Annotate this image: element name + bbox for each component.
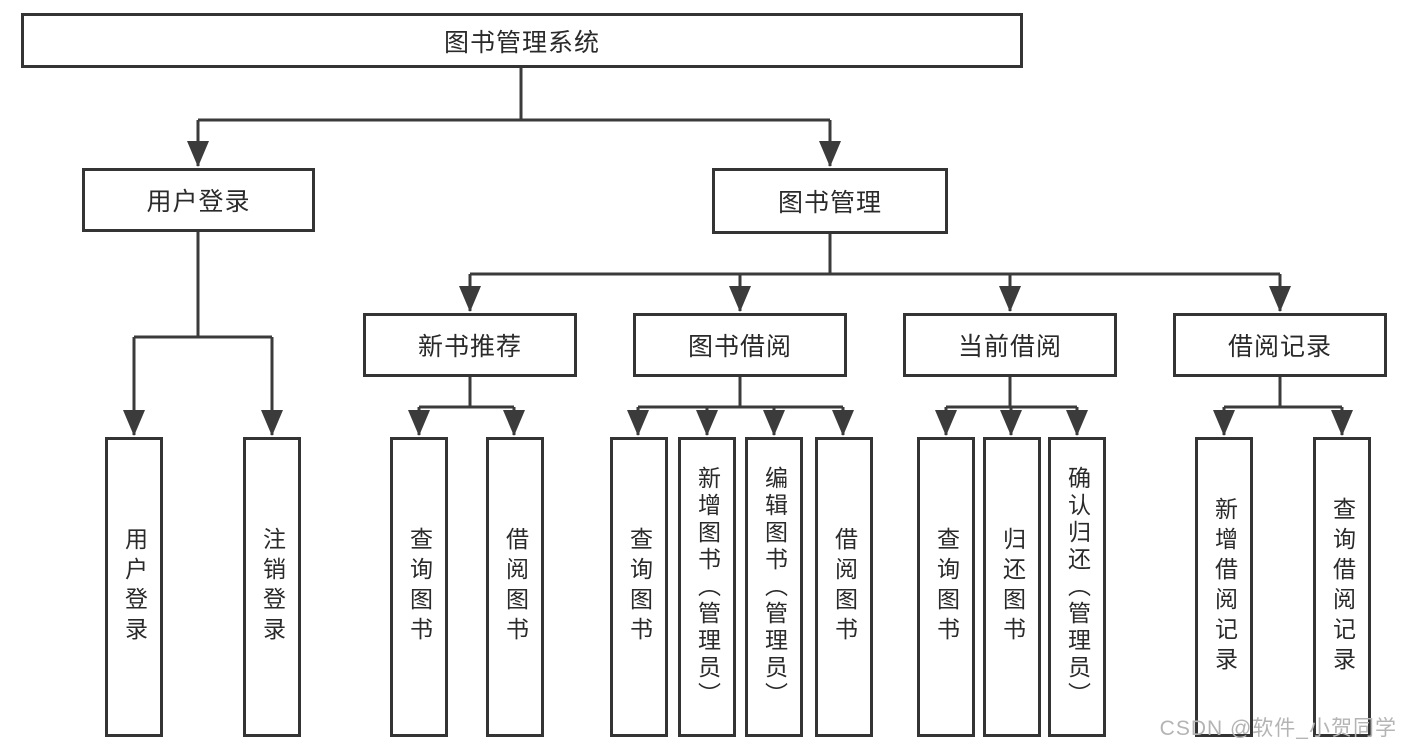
- node-label: 图书借阅: [687, 333, 792, 361]
- leaf-query-books-borrowing: 查询图书: [610, 437, 668, 737]
- node-label: 当前借阅: [957, 333, 1062, 361]
- leaf-label: 借阅图书: [502, 527, 529, 647]
- node-book-management: 图书管理: [712, 168, 948, 234]
- leaf-label: 查询图书: [933, 527, 960, 647]
- leaf-user-login: 用户登录: [105, 437, 163, 737]
- leaf-add-books-admin: 新增图书（管理员）: [678, 437, 736, 737]
- node-borrowing-records: 借阅记录: [1173, 313, 1387, 377]
- leaf-label: 注销登录: [259, 527, 286, 647]
- leaf-label: 查询图书: [626, 527, 653, 647]
- leaf-label: 用户登录: [121, 527, 148, 647]
- leaf-label: 查询借阅记录: [1329, 497, 1356, 677]
- node-label: 新书推荐: [417, 333, 522, 361]
- node-user-login: 用户登录: [82, 168, 315, 232]
- node-current-borrowing: 当前借阅: [903, 313, 1117, 377]
- leaf-label: 新增图书（管理员）: [694, 465, 721, 709]
- node-label: 借阅记录: [1227, 333, 1332, 361]
- leaf-label: 查询图书: [406, 527, 433, 647]
- leaf-label: 确认归还（管理员）: [1064, 465, 1091, 709]
- leaf-borrow-books-borrowing: 借阅图书: [815, 437, 873, 737]
- node-book-borrowing: 图书借阅: [633, 313, 847, 377]
- node-label: 用户登录: [146, 188, 251, 216]
- leaf-logout: 注销登录: [243, 437, 301, 737]
- node-new-book-recommendation: 新书推荐: [363, 313, 577, 377]
- connector-trunks: [134, 68, 1342, 409]
- leaf-edit-books-admin: 编辑图书（管理员）: [745, 437, 803, 737]
- leaf-label: 编辑图书（管理员）: [761, 465, 788, 709]
- leaf-query-books-recommend: 查询图书: [390, 437, 448, 737]
- node-label: 图书管理系统: [443, 28, 600, 57]
- leaf-borrow-books-recommend: 借阅图书: [486, 437, 544, 737]
- leaf-confirm-return-admin: 确认归还（管理员）: [1048, 437, 1106, 737]
- node-label: 图书管理: [777, 189, 882, 217]
- csdn-watermark: CSDN @软件_小贺同学: [1159, 717, 1397, 740]
- leaf-label: 借阅图书: [831, 527, 858, 647]
- connector-arrows: [123, 120, 1353, 436]
- node-library-management-system: 图书管理系统: [21, 13, 1023, 68]
- leaf-return-books: 归还图书: [983, 437, 1041, 737]
- leaf-query-borrow-record: 查询借阅记录: [1313, 437, 1371, 737]
- leaf-label: 归还图书: [999, 527, 1026, 647]
- leaf-label: 新增借阅记录: [1211, 497, 1238, 677]
- leaf-add-borrow-record: 新增借阅记录: [1195, 437, 1253, 737]
- leaf-query-books-current: 查询图书: [917, 437, 975, 737]
